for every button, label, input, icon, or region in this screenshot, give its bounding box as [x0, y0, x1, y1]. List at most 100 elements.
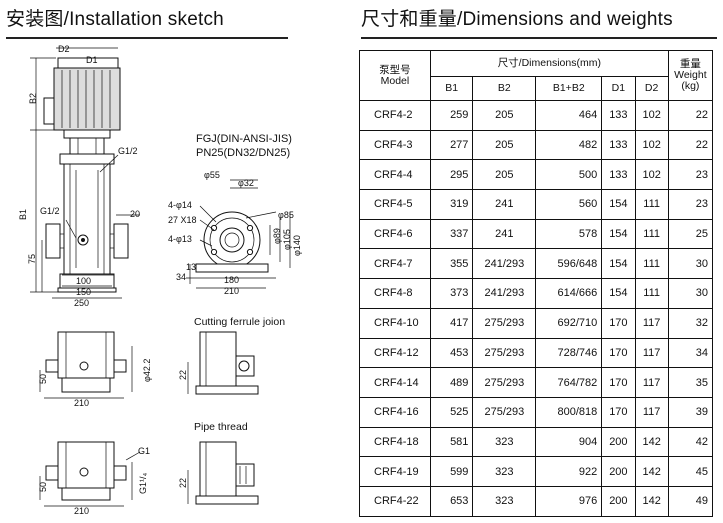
cell-b1: 295: [429, 159, 474, 191]
cell-b2: 205: [472, 100, 537, 131]
cell-b1b2: 728/746: [535, 337, 603, 369]
cell-d1: 133: [601, 159, 636, 191]
cell-b1b2: 500: [535, 159, 603, 191]
cell-model: CRF4-22: [359, 485, 431, 517]
dim-d2: D2: [58, 44, 70, 54]
cell-b2: 323: [472, 426, 537, 458]
dim-phi140: φ140: [292, 235, 302, 256]
cell-b1b2: 560: [535, 189, 603, 220]
dim-13: 13: [186, 262, 196, 272]
cell-b2: 323: [472, 485, 537, 517]
cell-weight: 22: [667, 100, 714, 131]
pt-dim-22: 22: [178, 478, 188, 488]
dim-phi85: φ85: [278, 210, 294, 220]
cutting-ferrule-side: 22: [178, 331, 259, 395]
label-g12-side: G1/2: [40, 206, 60, 216]
pipe-thread-label: Pipe thread: [194, 421, 248, 433]
cell-model: CRF4-16: [359, 396, 431, 428]
dim-34: 34: [176, 272, 186, 282]
cell-d2: 142: [634, 456, 669, 487]
cell-weight: 42: [667, 426, 714, 458]
cell-b1b2: 464: [535, 100, 603, 131]
cell-weight: 22: [667, 129, 714, 161]
pipe-thread-side: 22: [178, 441, 259, 505]
cell-b1b2: 800/818: [535, 396, 603, 428]
dim-150: 150: [76, 287, 91, 297]
header-weight: 重量 Weight (kg): [667, 50, 714, 101]
pt-g1-1-4: G1¹/₄: [138, 472, 148, 494]
cell-b1b2: 764/782: [535, 367, 603, 398]
cell-d1: 200: [601, 485, 636, 517]
cell-b1: 277: [429, 129, 474, 161]
cell-b1: 355: [429, 248, 474, 280]
cell-b1b2: 692/710: [535, 307, 603, 339]
col-header-d2: D2: [634, 76, 669, 101]
cell-b1b2: 596/648: [535, 248, 603, 280]
col-header-b1: B1: [429, 76, 474, 101]
pipe-thread-front: G1 50 210 G1¹/₄: [38, 441, 150, 516]
cell-d1: 154: [601, 218, 636, 250]
installation-drawing: D2 D1 B2 B1 G1/2 G1/2 20 75 100 150 250 …: [18, 44, 302, 516]
dim-phi105: φ105: [282, 229, 292, 250]
cell-weight: 30: [667, 248, 714, 280]
cell-d2: 102: [634, 129, 669, 161]
flange-spec-line1: FGJ(DIN-ANSI-JIS): [196, 133, 292, 145]
cell-b2: 275/293: [472, 337, 537, 369]
cell-b1: 417: [429, 307, 474, 339]
cell-model: CRF4-3: [359, 129, 431, 161]
dim-phi55: φ55: [204, 170, 220, 180]
cell-d1: 200: [601, 456, 636, 487]
cell-d1: 154: [601, 278, 636, 309]
cell-d1: 133: [601, 100, 636, 131]
cell-weight: 32: [667, 307, 714, 339]
cell-model: CRF4-5: [359, 189, 431, 220]
dimensions-weights-title: 尺寸和重量/Dimensions and weights: [361, 9, 673, 30]
cell-d1: 170: [601, 396, 636, 428]
label-g12-top: G1/2: [118, 146, 138, 156]
cell-b1: 599: [429, 456, 474, 487]
cell-b2: 241: [472, 218, 537, 250]
cell-d1: 154: [601, 189, 636, 220]
cell-b1b2: 904: [535, 426, 603, 458]
header-dimensions: 尺寸/Dimensions(mm): [429, 50, 669, 77]
cell-b2: 275/293: [472, 307, 537, 339]
cell-weight: 49: [667, 485, 714, 517]
cell-d2: 111: [634, 189, 669, 220]
dim-phi89: φ89: [272, 228, 282, 244]
dim-20: 20: [130, 209, 140, 219]
dim-250: 250: [74, 298, 89, 308]
cell-d1: 170: [601, 307, 636, 339]
cell-b1: 653: [429, 485, 474, 517]
cell-b1b2: 976: [535, 485, 603, 517]
cell-model: CRF4-10: [359, 307, 431, 339]
cf-dim-50: 50: [38, 374, 48, 384]
cell-b2: 205: [472, 129, 537, 161]
cell-model: CRF4-18: [359, 426, 431, 458]
cell-weight: 23: [667, 189, 714, 220]
header-model: 泵型号 Model: [359, 50, 431, 101]
cf-dim-phi42: φ42.2: [142, 359, 152, 382]
flange-top-view: φ55 φ32 4-φ14 27 X18 4-φ13 φ85 φ89 φ105 …: [168, 170, 302, 296]
cell-model: CRF4-14: [359, 367, 431, 398]
cell-d2: 142: [634, 485, 669, 517]
col-header-d1: D1: [601, 76, 636, 101]
installation-sketch-title: 安装图/Installation sketch: [6, 9, 224, 30]
dim-d1: D1: [86, 55, 98, 65]
col-header-b1b2: B1+B2: [535, 76, 603, 101]
cell-b1: 453: [429, 337, 474, 369]
cell-d2: 102: [634, 100, 669, 131]
cell-b2: 275/293: [472, 367, 537, 398]
cell-d2: 117: [634, 337, 669, 369]
cell-weight: 30: [667, 278, 714, 309]
cell-b1: 373: [429, 278, 474, 309]
pt-dim-210: 210: [74, 506, 89, 516]
cell-weight: 34: [667, 337, 714, 369]
cell-d2: 111: [634, 248, 669, 280]
cell-model: CRF4-12: [359, 337, 431, 369]
